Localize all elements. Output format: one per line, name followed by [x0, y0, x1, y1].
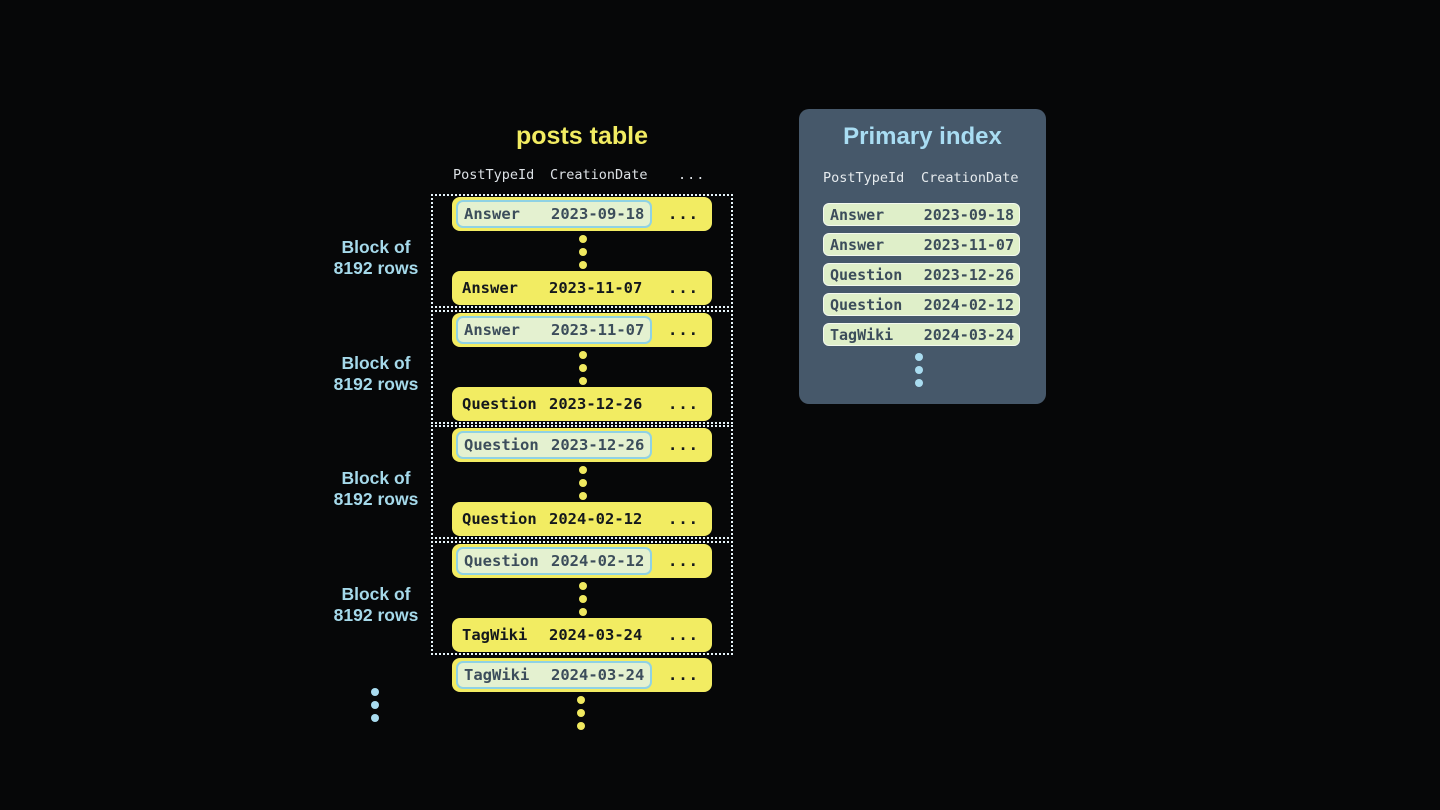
posts-block-1: Answer 2023-09-18 ... Answer 2023-11-07 … — [431, 194, 733, 308]
post-type-cell: Answer — [462, 279, 518, 297]
posts-table-column-headers: PostTypeId CreationDate ... — [432, 167, 732, 185]
ellipsis-dots — [579, 351, 587, 385]
indexed-row-highlight: TagWiki 2024-03-24 — [456, 661, 652, 689]
table-row: Question 2023-12-26 ... — [452, 387, 712, 421]
column-header-more-ellipsis: ... — [678, 167, 706, 183]
block-label-line1: Block of — [341, 237, 411, 257]
posts-block-2: Answer 2023-11-07 ... Question 2023-12-2… — [431, 310, 733, 424]
table-row: Question 2024-02-12 ... — [452, 502, 712, 536]
creation-date-cell: 2023-12-26 — [549, 395, 643, 413]
post-type-cell: Question — [464, 552, 539, 570]
more-columns-ellipsis: ... — [668, 279, 699, 297]
table-row: Answer 2023-11-07 ... — [452, 313, 712, 347]
column-header-posttypeid: PostTypeId — [453, 167, 535, 183]
post-type-cell: Question — [462, 510, 537, 528]
creation-date-cell: 2023-09-18 — [923, 205, 1014, 224]
indexed-row-highlight: Question 2024-02-12 — [456, 547, 652, 575]
block-label-line1: Block of — [341, 468, 411, 488]
primary-index-panel: Primary index PostTypeId CreationDate An… — [799, 109, 1046, 404]
column-header-posttypeid: PostTypeId — [823, 170, 905, 186]
creation-date-cell: 2023-09-18 — [551, 205, 645, 223]
creation-date-cell: 2024-03-24 — [923, 325, 1014, 344]
block-label-line2: 8192 rows — [333, 489, 419, 509]
posts-trailing-row: TagWiki 2024-03-24 ... — [433, 658, 731, 692]
creation-date-cell: 2024-02-12 — [549, 510, 643, 528]
more-columns-ellipsis: ... — [668, 626, 699, 644]
index-row: Answer 2023-09-18 — [823, 203, 1020, 226]
post-type-cell: Answer — [830, 205, 885, 224]
creation-date-cell: 2024-03-24 — [551, 666, 645, 684]
block-label-line2: 8192 rows — [333, 605, 419, 625]
block-label-line1: Block of — [341, 584, 411, 604]
primary-index-title: Primary index — [843, 123, 1002, 150]
creation-date-cell: 2024-03-24 — [549, 626, 643, 644]
posts-block-4: Question 2024-02-12 ... TagWiki 2024-03-… — [431, 541, 733, 655]
ellipsis-dots — [579, 582, 587, 616]
posts-block-3: Question 2023-12-26 ... Question 2024-02… — [431, 425, 733, 539]
ellipsis-dots — [579, 466, 587, 500]
post-type-cell: TagWiki — [830, 325, 894, 344]
indexed-row-highlight: Answer 2023-11-07 — [456, 316, 652, 344]
more-columns-ellipsis: ... — [668, 395, 699, 413]
block-label-1: Block of 8192 rows — [316, 237, 436, 279]
more-columns-ellipsis: ... — [668, 436, 699, 454]
table-row: Answer 2023-11-07 ... — [452, 271, 712, 305]
ellipsis-dots — [915, 353, 923, 387]
block-label-4: Block of 8192 rows — [316, 584, 436, 626]
post-type-cell: Answer — [830, 235, 885, 254]
post-type-cell: TagWiki — [464, 666, 530, 684]
index-row: Answer 2023-11-07 — [823, 233, 1020, 256]
column-header-creationdate: CreationDate — [550, 167, 648, 183]
creation-date-cell: 2024-02-12 — [551, 552, 645, 570]
creation-date-cell: 2024-02-12 — [923, 295, 1014, 314]
index-row: Question 2023-12-26 — [823, 263, 1020, 286]
more-columns-ellipsis: ... — [668, 205, 699, 223]
creation-date-cell: 2023-11-07 — [551, 321, 645, 339]
block-label-2: Block of 8192 rows — [316, 353, 436, 395]
post-type-cell: Question — [830, 265, 903, 284]
post-type-cell: Answer — [464, 205, 520, 223]
creation-date-cell: 2023-11-07 — [923, 235, 1014, 254]
block-label-3: Block of 8192 rows — [316, 468, 436, 510]
table-row: Answer 2023-09-18 ... — [452, 197, 712, 231]
more-columns-ellipsis: ... — [668, 510, 699, 528]
creation-date-cell: 2023-12-26 — [551, 436, 645, 454]
table-row: Question 2023-12-26 ... — [452, 428, 712, 462]
post-type-cell: Answer — [464, 321, 520, 339]
creation-date-cell: 2023-11-07 — [549, 279, 643, 297]
table-row: Question 2024-02-12 ... — [452, 544, 712, 578]
post-type-cell: TagWiki — [462, 626, 528, 644]
post-type-cell: Question — [462, 395, 537, 413]
posts-table-title: posts table — [516, 122, 648, 150]
table-row: TagWiki 2024-03-24 ... — [452, 658, 712, 692]
more-columns-ellipsis: ... — [668, 321, 699, 339]
creation-date-cell: 2023-12-26 — [923, 265, 1014, 284]
index-row: TagWiki 2024-03-24 — [823, 323, 1020, 346]
column-header-creationdate: CreationDate — [921, 170, 1019, 186]
indexed-row-highlight: Answer 2023-09-18 — [456, 200, 652, 228]
block-label-line2: 8192 rows — [333, 374, 419, 394]
post-type-cell: Question — [830, 295, 903, 314]
index-row: Question 2024-02-12 — [823, 293, 1020, 316]
table-row: TagWiki 2024-03-24 ... — [452, 618, 712, 652]
block-label-line1: Block of — [341, 353, 411, 373]
post-type-cell: Question — [464, 436, 539, 454]
primary-index-column-headers: PostTypeId CreationDate — [799, 170, 1046, 186]
more-columns-ellipsis: ... — [668, 666, 699, 684]
ellipsis-dots — [579, 235, 587, 269]
ellipsis-dots — [577, 696, 585, 730]
ellipsis-dots — [371, 688, 379, 722]
more-columns-ellipsis: ... — [668, 552, 699, 570]
indexed-row-highlight: Question 2023-12-26 — [456, 431, 652, 459]
block-label-line2: 8192 rows — [333, 258, 419, 278]
